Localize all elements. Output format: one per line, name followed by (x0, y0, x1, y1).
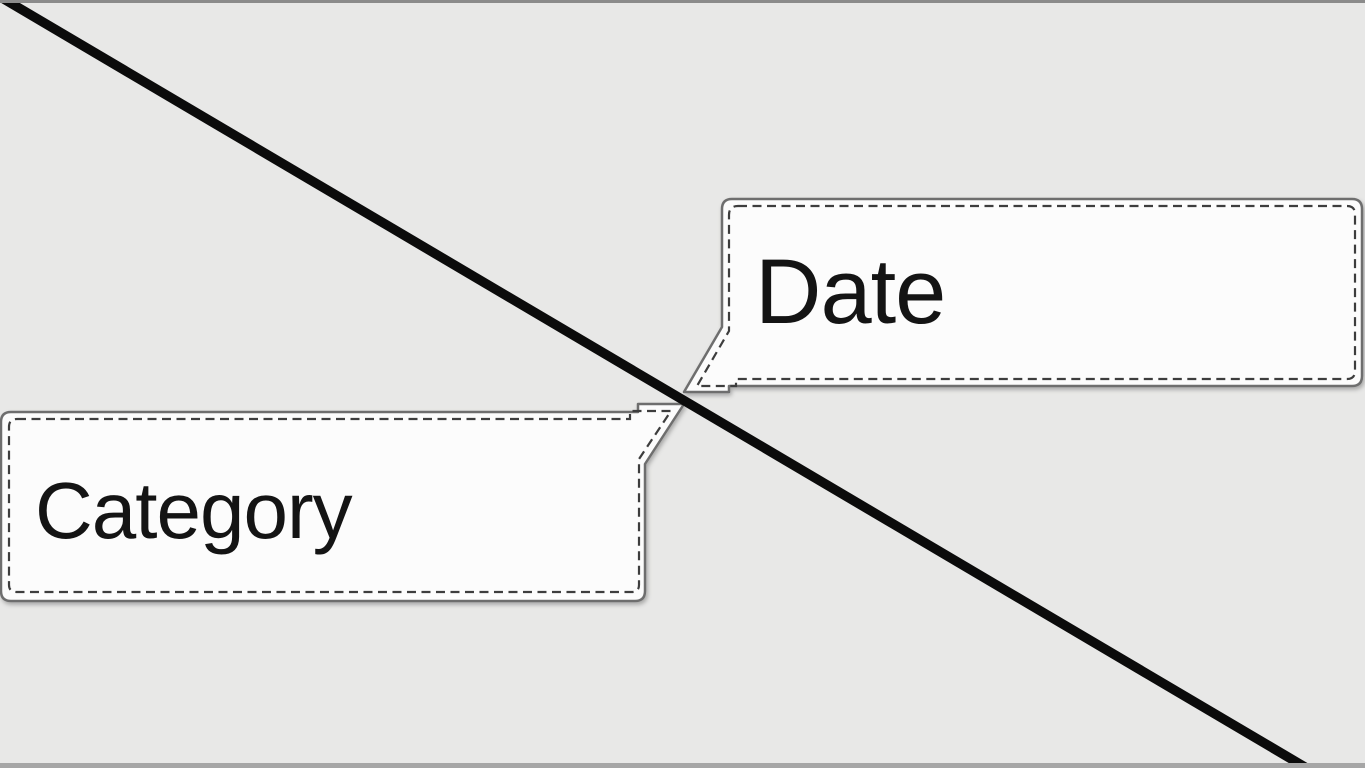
top-edge-strip (0, 0, 1365, 3)
category-callout-label[interactable]: Category (35, 466, 354, 555)
date-callout-label[interactable]: Date (755, 241, 946, 343)
category-callout-shape[interactable]: Category (0, 402, 686, 603)
bottom-edge-strip (0, 763, 1365, 768)
date-callout-shape[interactable]: Date (682, 197, 1364, 394)
category-callout-dashed-border (7, 409, 674, 594)
diagonal-line (0, 0, 1316, 768)
date-callout-body[interactable] (682, 197, 1364, 394)
date-callout-dashed-border (695, 204, 1357, 388)
category-callout-body[interactable] (0, 402, 686, 603)
